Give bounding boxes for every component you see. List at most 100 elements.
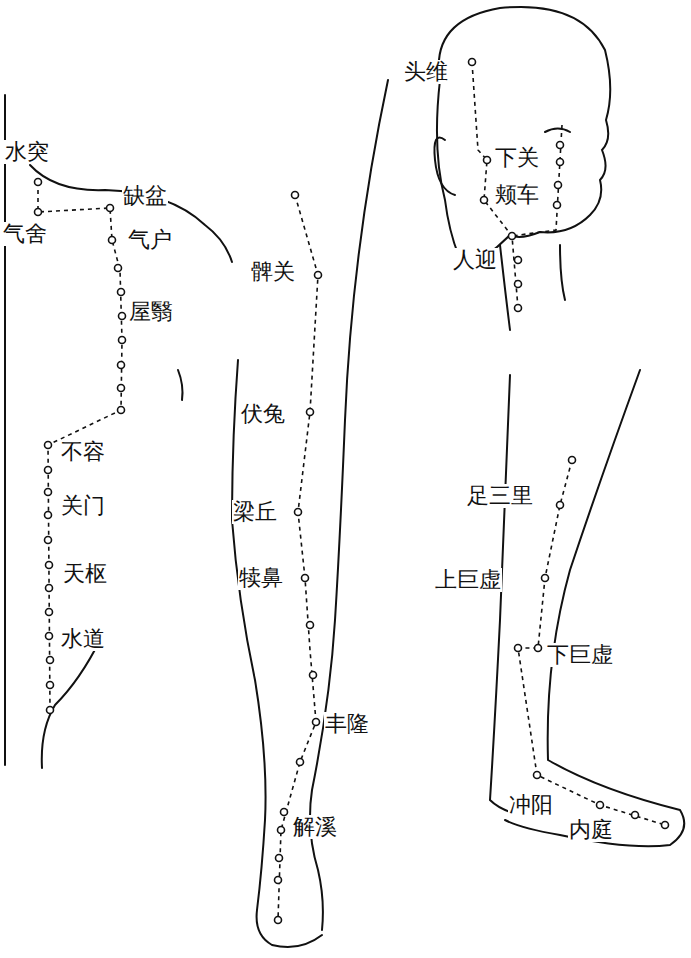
- acupoint-label: 丰隆: [324, 712, 370, 736]
- acupoint-label: 足三里: [466, 484, 534, 508]
- acupoint-dot: [109, 237, 116, 244]
- acupoint-label: 下巨虚: [546, 643, 614, 667]
- acupoint-dot: [315, 272, 322, 279]
- shin-outline: [505, 370, 684, 846]
- acupoint-label: 缺盆: [122, 184, 168, 208]
- acupoint-dot: [275, 877, 282, 884]
- acupoint-dot: [119, 313, 126, 320]
- acupoint-dot: [46, 609, 53, 616]
- acupoint-dot: [281, 809, 288, 816]
- acupoint-label: 天枢: [62, 562, 108, 586]
- meridian-line: [518, 460, 665, 825]
- acupoint-dot: [45, 512, 52, 519]
- meridian-line: [278, 195, 318, 920]
- abdomen-outline: [42, 640, 100, 768]
- acupoint-dot: [557, 159, 564, 166]
- acupoint-dot: [47, 657, 54, 664]
- acupoint-label: 关门: [60, 494, 106, 518]
- acupoint-dot: [297, 759, 304, 766]
- acupoint-dot: [275, 917, 282, 924]
- acupoint-dot: [278, 827, 285, 834]
- acupoint-dot: [35, 209, 42, 216]
- acupoint-dot: [555, 182, 562, 189]
- arm-outline: [178, 370, 183, 400]
- acupoint-dot: [557, 142, 564, 149]
- acupoint-dot: [295, 509, 302, 516]
- acupoint-dot: [46, 633, 53, 640]
- acupoint-dot: [45, 489, 52, 496]
- acupoint-label: 屋翳: [128, 300, 174, 324]
- acupoint-dot: [509, 233, 516, 240]
- eye-outline: [545, 129, 570, 133]
- acupoint-dot: [45, 537, 52, 544]
- acupoint-dot: [484, 157, 491, 164]
- acupoint-dot: [115, 265, 122, 272]
- torso-outline: [4, 95, 6, 765]
- acupoint-dot: [554, 202, 561, 209]
- acupoint-label: 伏兔: [240, 402, 286, 426]
- acupoint-dot: [46, 562, 53, 569]
- acupoint-dot: [469, 59, 476, 66]
- neck-outline: [500, 245, 510, 330]
- acupoint-label: 头维: [403, 60, 449, 84]
- meridian-line: [512, 125, 562, 236]
- acupoint-label: 下关: [494, 146, 540, 170]
- leg-outline: [310, 80, 388, 930]
- acupoint-dot: [515, 257, 522, 264]
- acupoint-label: 不容: [60, 440, 106, 464]
- acupoint-label: 冲阳: [508, 793, 554, 817]
- acupoint-dot: [597, 802, 604, 809]
- acupoint-dot: [47, 707, 54, 714]
- acupoint-dot: [46, 585, 53, 592]
- acupoint-label: 气舍: [2, 222, 48, 246]
- acupoint-dot: [662, 822, 669, 829]
- acupoint-dots: [35, 59, 669, 924]
- acupoint-label: 颊车: [494, 183, 540, 207]
- acupoint-label: 解溪: [292, 815, 338, 839]
- acupoint-dot: [35, 179, 42, 186]
- acupoint-label: 梁丘: [232, 500, 278, 524]
- acupoint-label: 水突: [4, 140, 50, 164]
- acupoint-dot: [302, 575, 309, 582]
- acupoint-dot: [515, 305, 522, 312]
- acupoint-dot: [481, 197, 488, 204]
- acupoint-dot: [313, 719, 320, 726]
- acupoint-dot: [542, 575, 549, 582]
- acupoint-dot: [119, 337, 126, 344]
- acupoint-dot: [118, 289, 125, 296]
- acupoint-dot: [569, 457, 576, 464]
- acupoint-label: 犊鼻: [238, 566, 284, 590]
- acupoint-label: 气户: [127, 228, 173, 252]
- acupoint-dot: [307, 622, 314, 629]
- acupoint-dot: [45, 467, 52, 474]
- neck-outline: [560, 245, 565, 300]
- acupoint-label: 上巨虚: [434, 568, 502, 592]
- acupoint-dot: [118, 385, 125, 392]
- leg-outline: [232, 360, 322, 947]
- acupoint-dot: [47, 682, 54, 689]
- acupoint-label: 水道: [60, 627, 106, 651]
- acupoint-dot: [45, 442, 52, 449]
- acupoint-dot: [292, 192, 299, 199]
- acupoint-dot: [534, 772, 541, 779]
- acupoint-label: 人迎: [452, 248, 498, 272]
- acupoint-dot: [632, 812, 639, 819]
- acupoint-dot: [515, 645, 522, 652]
- shin-outline: [490, 375, 520, 815]
- acupoint-dot: [118, 362, 125, 369]
- meridian-line: [38, 182, 122, 710]
- ear-outline: [434, 138, 455, 196]
- acupoint-label: 内庭: [568, 818, 614, 842]
- acupoint-dot: [276, 855, 283, 862]
- acupoint-dot: [557, 502, 564, 509]
- acupoint-dot: [307, 409, 314, 416]
- acupoint-dot: [310, 672, 317, 679]
- acupoint-dot: [535, 645, 542, 652]
- shoulder-outline: [30, 165, 232, 262]
- acupoint-dot: [107, 205, 114, 212]
- acupoint-label: 髀关: [250, 260, 296, 284]
- head-outline: [437, 7, 610, 270]
- acupoint-dot: [118, 407, 125, 414]
